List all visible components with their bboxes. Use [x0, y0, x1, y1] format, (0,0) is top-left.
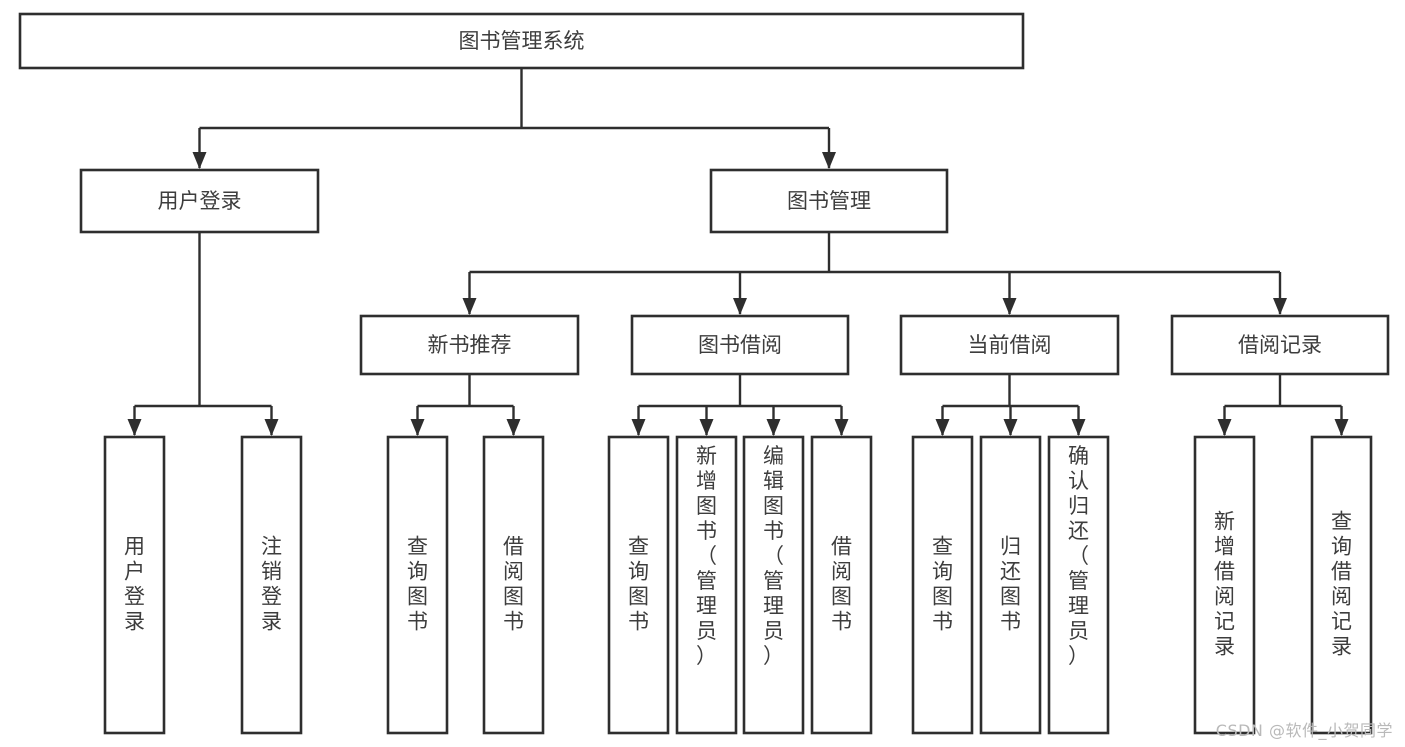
node-rect — [630, 314, 850, 376]
node-rect — [911, 435, 974, 735]
node-leaf-query-record[interactable]: 查询借阅记录 — [1310, 435, 1373, 735]
node-rect — [1047, 435, 1110, 735]
node-rect — [810, 435, 873, 735]
arrow-head-into-leaf-add-record — [1217, 419, 1232, 436]
node-label: 图书借阅 — [698, 333, 782, 357]
node-rect — [103, 435, 166, 735]
node-label: 新增图书（管理员） — [696, 444, 717, 668]
node-rect — [607, 435, 670, 735]
node-rect — [742, 435, 805, 735]
node-rect — [240, 435, 303, 735]
node-leaf-borrow-book-2[interactable]: 借阅图书 — [810, 435, 873, 735]
node-user-login[interactable]: 用户登录 — [79, 168, 320, 234]
node-new-book-rec[interactable]: 新书推荐 — [359, 314, 580, 376]
arrow-head-into-leaf-borrow-book-2 — [834, 419, 849, 436]
arrow-head-into-leaf-borrow-book-1 — [506, 419, 521, 436]
arrow-head-into-leaf-query-book-3 — [935, 419, 950, 436]
node-leaf-query-book-3[interactable]: 查询图书 — [911, 435, 974, 735]
arrow-head-into-leaf-edit-book — [766, 419, 781, 436]
node-rect — [1193, 435, 1256, 735]
node-rect — [79, 168, 320, 234]
node-leaf-query-book-1[interactable]: 查询图书 — [386, 435, 449, 735]
arrow-head-into-borrow-record — [1273, 298, 1287, 315]
arrow-head-into-book-manage — [822, 152, 836, 169]
node-leaf-borrow-book-1[interactable]: 借阅图书 — [482, 435, 545, 735]
node-label: 查询图书 — [932, 535, 953, 634]
arrow-head-into-leaf-confirm-return — [1071, 419, 1086, 436]
arrow-head-into-leaf-user-login — [127, 419, 142, 436]
arrow-head-into-leaf-query-book-2 — [631, 419, 646, 436]
node-leaf-confirm-return[interactable]: 确认归还（管理员） — [1047, 435, 1110, 735]
node-label: 归还图书 — [1000, 535, 1021, 634]
node-label: 借阅记录 — [1238, 333, 1322, 357]
node-rect — [1170, 314, 1390, 376]
node-label: 新增借阅记录 — [1214, 510, 1235, 659]
node-leaf-user-login[interactable]: 用户登录 — [103, 435, 166, 735]
node-rect — [979, 435, 1042, 735]
node-rect — [386, 435, 449, 735]
connector-lines — [127, 68, 1349, 436]
node-root-system[interactable]: 图书管理系统 — [18, 12, 1025, 70]
arrow-head-into-user-login — [192, 152, 207, 169]
node-leaf-add-record[interactable]: 新增借阅记录 — [1193, 435, 1256, 735]
node-boxes: 图书管理系统用户登录图书管理新书推荐图书借阅当前借阅借阅记录用户登录注销登录查询… — [18, 12, 1390, 735]
node-label: 借阅图书 — [503, 535, 524, 634]
node-rect — [675, 435, 738, 735]
node-label: 用户登录 — [158, 189, 242, 213]
arrow-head-into-leaf-user-logout — [264, 419, 279, 436]
node-rect — [482, 435, 545, 735]
arrow-head-into-book-borrow — [733, 298, 747, 315]
node-current-borrow[interactable]: 当前借阅 — [899, 314, 1120, 376]
node-book-borrow[interactable]: 图书借阅 — [630, 314, 850, 376]
node-label: 图书管理系统 — [459, 29, 585, 53]
node-leaf-query-book-2[interactable]: 查询图书 — [607, 435, 670, 735]
node-label: 查询图书 — [628, 535, 649, 634]
node-label: 注销登录 — [261, 535, 282, 634]
node-leaf-edit-book[interactable]: 编辑图书（管理员） — [742, 435, 805, 735]
arrow-head-into-leaf-query-book-1 — [410, 419, 425, 436]
node-rect — [18, 12, 1025, 70]
node-label: 当前借阅 — [968, 333, 1052, 357]
arrow-head-into-leaf-query-record — [1334, 419, 1349, 436]
node-leaf-user-logout[interactable]: 注销登录 — [240, 435, 303, 735]
node-label: 图书管理 — [787, 189, 871, 213]
node-rect — [709, 168, 949, 234]
node-rect — [359, 314, 580, 376]
node-label: 查询借阅记录 — [1331, 510, 1352, 659]
node-label: 编辑图书（管理员） — [763, 444, 784, 668]
node-leaf-add-book[interactable]: 新增图书（管理员） — [675, 435, 738, 735]
node-rect — [1310, 435, 1373, 735]
arrow-head-into-leaf-add-book — [699, 419, 714, 436]
node-label: 借阅图书 — [831, 535, 852, 634]
arrow-head-into-current-borrow — [1002, 298, 1017, 315]
node-rect — [899, 314, 1120, 376]
node-label: 用户登录 — [124, 535, 145, 634]
node-leaf-return-book[interactable]: 归还图书 — [979, 435, 1042, 735]
node-book-manage[interactable]: 图书管理 — [709, 168, 949, 234]
arrow-head-into-leaf-return-book — [1003, 419, 1018, 436]
node-label: 确认归还（管理员） — [1068, 444, 1089, 668]
node-borrow-record[interactable]: 借阅记录 — [1170, 314, 1390, 376]
node-label: 查询图书 — [407, 535, 428, 634]
node-label: 新书推荐 — [428, 333, 512, 357]
arrow-head-into-new-book-rec — [462, 298, 477, 315]
